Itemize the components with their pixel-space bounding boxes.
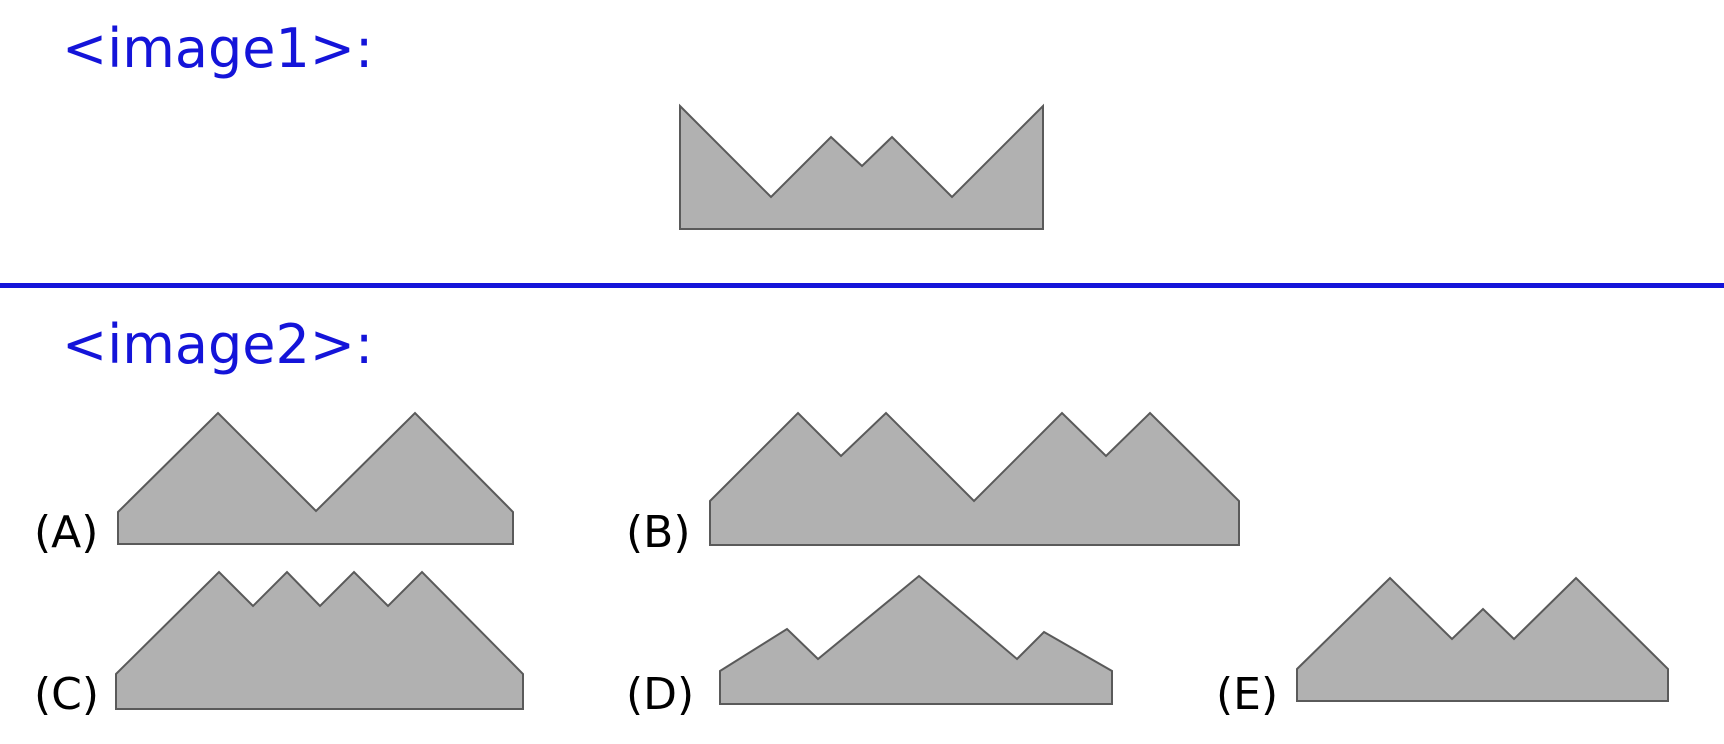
option-e-label: (E) — [1216, 669, 1279, 720]
image2-label: <image2>: — [62, 313, 374, 376]
option-c-shape — [115, 570, 524, 710]
option-d-shape — [719, 574, 1113, 705]
option-c-label: (C) — [34, 669, 100, 720]
section-divider — [0, 283, 1724, 288]
option-e-shape — [1296, 576, 1669, 702]
reference-shape — [679, 103, 1044, 230]
option-a-label: (A) — [34, 507, 99, 558]
image1-label: <image1>: — [62, 17, 374, 80]
option-a-shape — [117, 411, 514, 545]
option-d-label: (D) — [626, 669, 695, 720]
option-b-shape — [709, 411, 1240, 546]
option-b-label: (B) — [626, 507, 691, 558]
